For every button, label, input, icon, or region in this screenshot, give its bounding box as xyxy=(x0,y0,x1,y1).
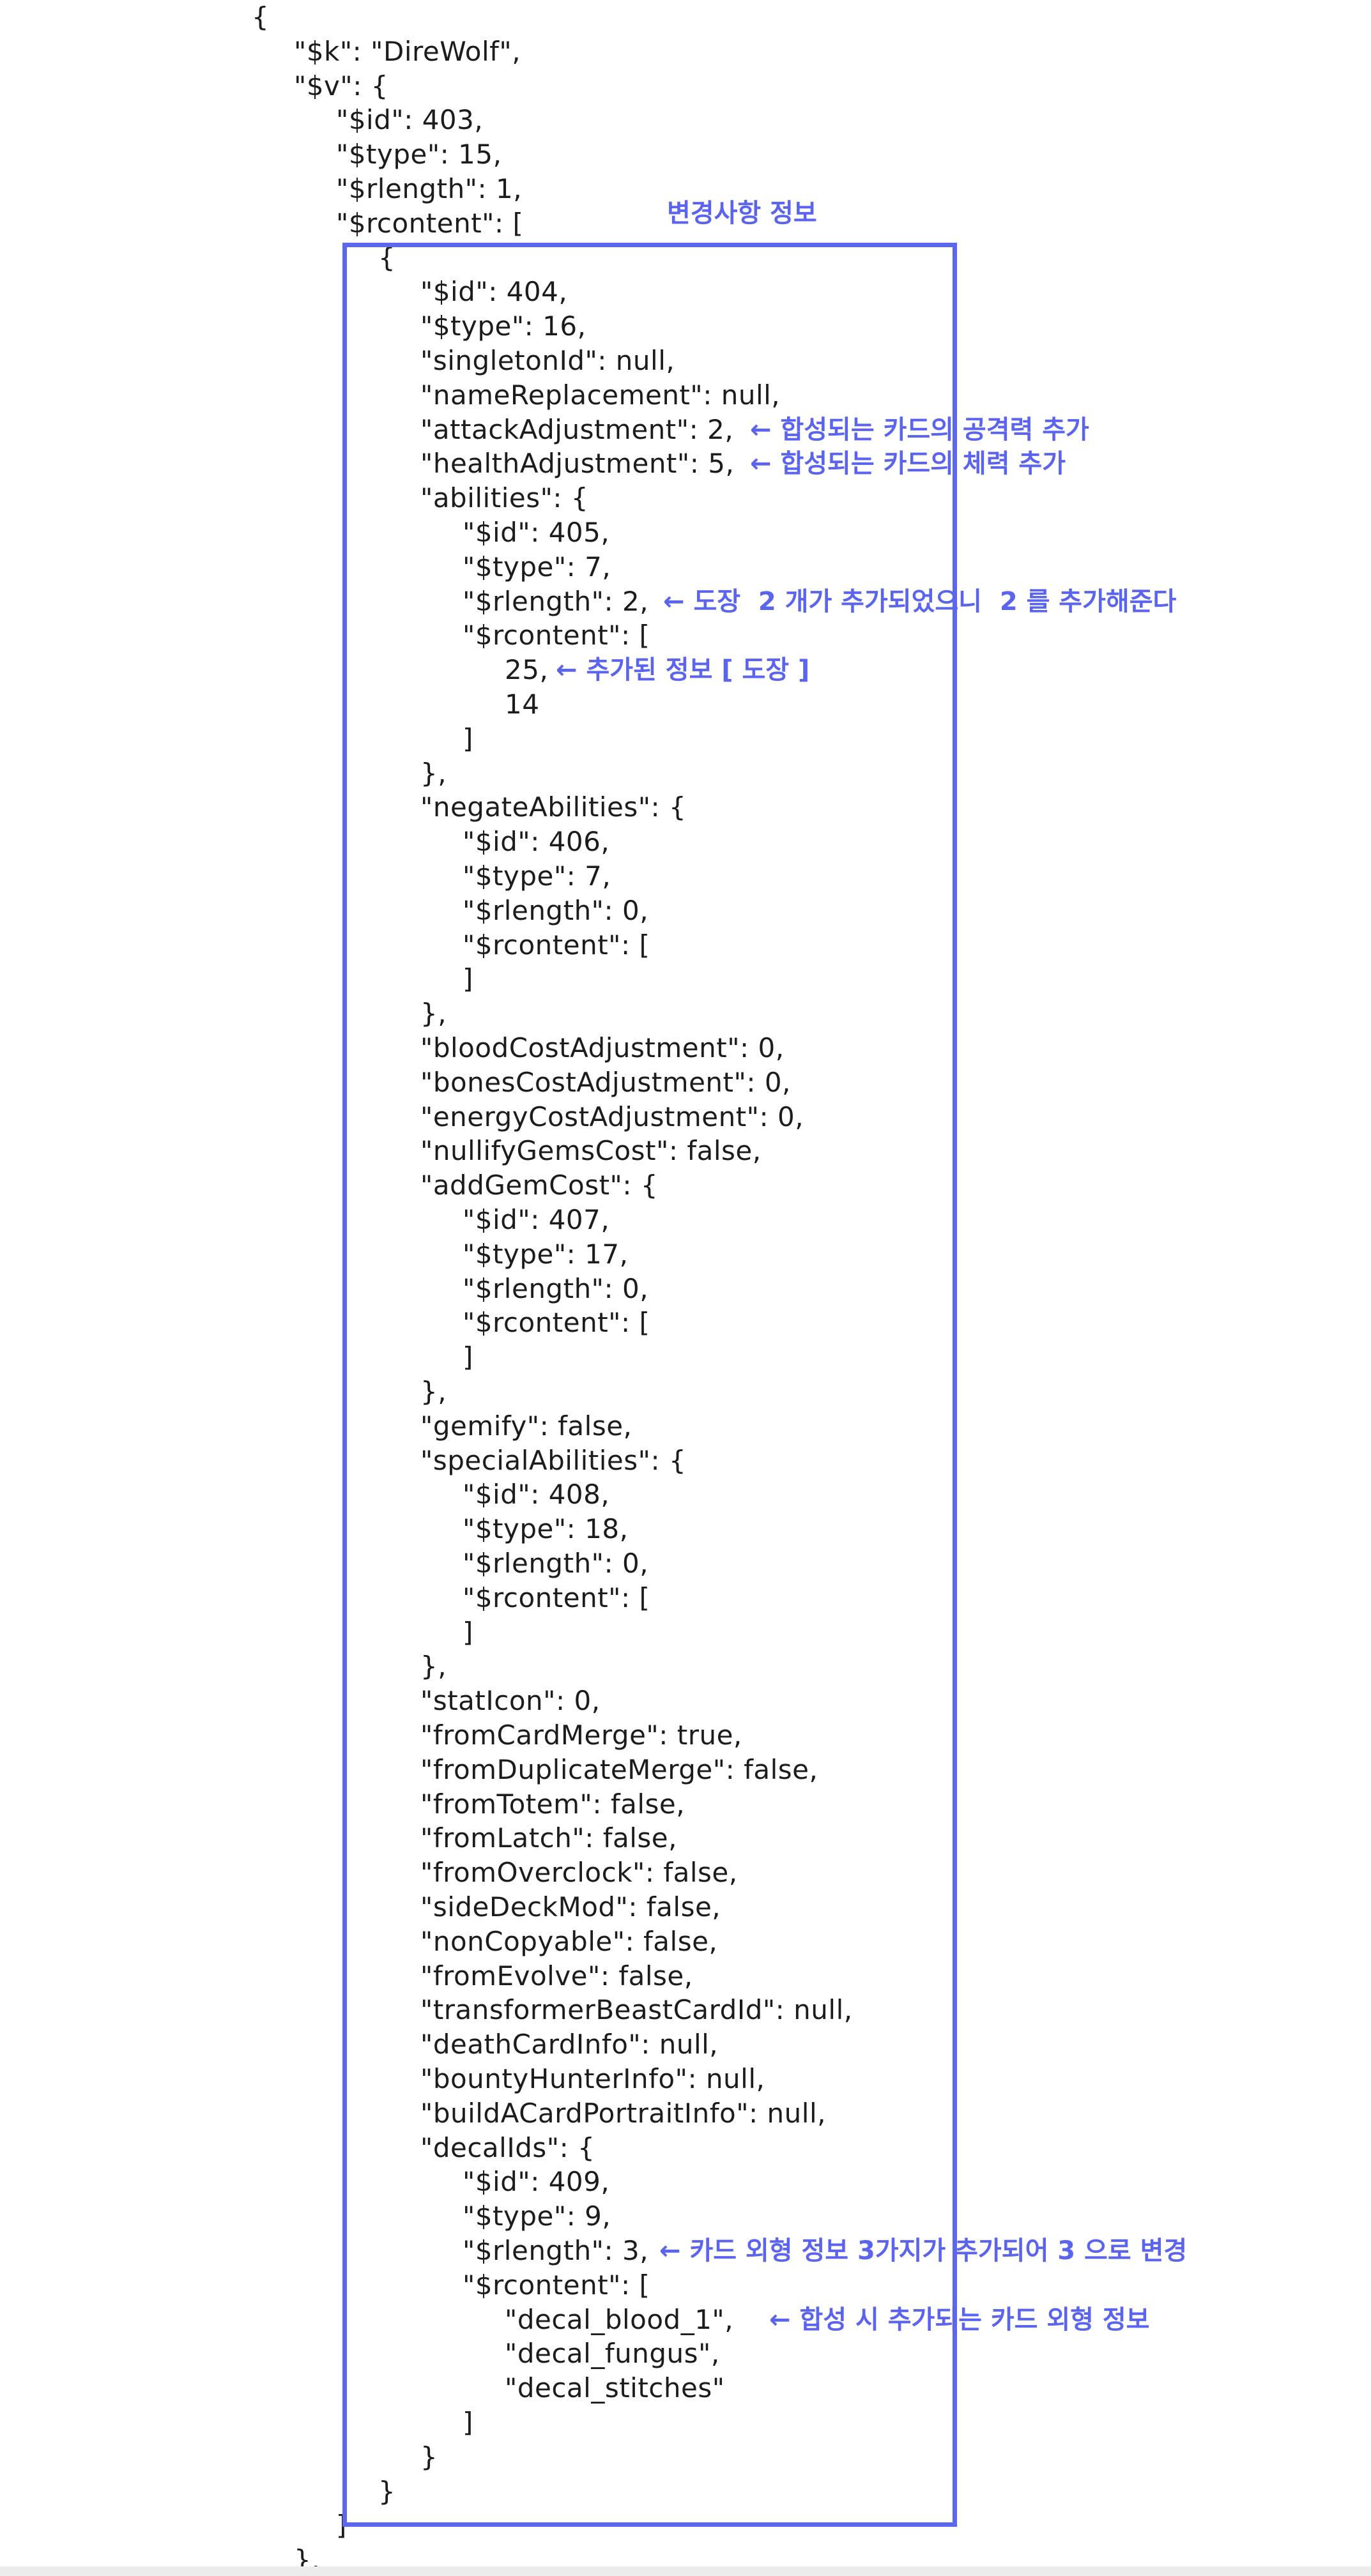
page-bottom-edge xyxy=(0,2566,1371,2576)
code-line: "$type": 7, xyxy=(463,860,611,892)
code-line: "$id": 406, xyxy=(463,826,610,858)
code-line: "$id": 404, xyxy=(420,276,568,308)
code-line: "$v": { xyxy=(294,70,388,102)
code-line: }, xyxy=(420,1376,447,1407)
code-line: "$rcontent": [ xyxy=(463,1307,650,1339)
code-line: "$rlength": 2, xyxy=(463,585,649,617)
code-line: "$rcontent": [ xyxy=(463,929,650,961)
code-line: "$rcontent": [ xyxy=(463,620,650,652)
code-line: "$id": 409, xyxy=(463,2166,610,2198)
code-line: "$type": 16, xyxy=(420,310,586,342)
annotation-note: ← 추가된 정보 [ 도장 ] xyxy=(556,655,810,685)
code-line: ] xyxy=(463,722,473,754)
code-line: "fromTotem": false, xyxy=(420,1788,686,1820)
code-line: }, xyxy=(420,998,447,1030)
code-line: "singletonId": null, xyxy=(420,345,675,376)
code-line: "bloodCostAdjustment": 0, xyxy=(420,1032,785,1063)
code-line: "fromEvolve": false, xyxy=(420,1960,693,1992)
code-line: "$rlength": 0, xyxy=(463,1272,649,1304)
annotation-note: ← 합성되는 카드의 체력 추가 xyxy=(750,449,1066,479)
code-line: "nullifyGemsCost": false, xyxy=(420,1135,762,1167)
code-line: "fromLatch": false, xyxy=(420,1822,677,1854)
code-line: "fromOverclock": false, xyxy=(420,1857,738,1889)
code-line: "deathCardInfo": null, xyxy=(420,2029,719,2061)
code-line: "$type": 7, xyxy=(463,551,611,583)
change-info-box xyxy=(342,243,957,2527)
change-info-title: 변경사항 정보 xyxy=(667,199,817,228)
code-line: } xyxy=(420,2441,438,2473)
code-line: 14 xyxy=(505,689,540,720)
code-line: "decal_stitches" xyxy=(505,2372,725,2404)
code-line: "transformerBeastCardId": null, xyxy=(420,1994,853,2026)
code-line: }, xyxy=(420,1650,447,1682)
code-line: "negateAbilities": { xyxy=(420,791,687,823)
code-line: ] xyxy=(463,2407,473,2438)
code-line: "$type": 18, xyxy=(463,1513,629,1545)
code-line: "healthAdjustment": 5, xyxy=(420,448,735,480)
code-line: "sideDeckMod": false, xyxy=(420,1891,721,1923)
code-line: "attackAdjustment": 2, xyxy=(420,413,734,445)
code-line: "energyCostAdjustment": 0, xyxy=(420,1101,804,1132)
code-line: "$rcontent": [ xyxy=(463,2269,650,2301)
code-line: "$id": 408, xyxy=(463,1479,610,1511)
code-line: "$rcontent": [ xyxy=(336,207,524,239)
code-line: "$k": "DireWolf", xyxy=(294,35,521,67)
code-line: "buildACardPortraitInfo": null, xyxy=(420,2097,826,2129)
code-line: "gemify": false, xyxy=(420,1410,632,1442)
code-line: "$rcontent": [ xyxy=(463,1581,650,1613)
code-line: "fromDuplicateMerge": false, xyxy=(420,1753,818,1785)
code-line: "decal_fungus", xyxy=(505,2338,720,2370)
code-line: "nonCopyable": false, xyxy=(420,1925,718,1957)
code-line: "$type": 15, xyxy=(336,139,502,171)
code-line: } xyxy=(378,2475,396,2507)
code-line: ] xyxy=(463,963,473,995)
code-line: "$id": 407, xyxy=(463,1204,610,1235)
code-line: "$rlength": 0, xyxy=(463,894,649,926)
annotation-note: ← 도장 2 개가 추가되었으니 2 를 추가해준다 xyxy=(663,586,1177,616)
code-line: }, xyxy=(420,757,447,789)
code-line: "specialAbilities": { xyxy=(420,1444,687,1476)
code-line: "bountyHunterInfo": null, xyxy=(420,2063,765,2094)
code-line: 25, xyxy=(505,654,549,686)
code-line: "$rlength": 1, xyxy=(336,173,523,204)
code-line: "$type": 9, xyxy=(463,2200,611,2232)
code-line: "decal_blood_1", xyxy=(505,2303,734,2335)
code-line: "fromCardMerge": true, xyxy=(420,1719,742,1751)
code-line: "statIcon": 0, xyxy=(420,1685,601,1717)
annotation-note: ← 합성 시 추가되는 카드 외형 정보 xyxy=(769,2305,1150,2335)
code-line: "addGemCost": { xyxy=(420,1170,659,1201)
code-line: ] xyxy=(463,1616,473,1648)
code-line: "decalIds": { xyxy=(420,2131,595,2163)
code-line: "$id": 405, xyxy=(463,517,610,548)
code-line: "$rlength": 0, xyxy=(463,1548,649,1579)
code-line: "bonesCostAdjustment": 0, xyxy=(420,1066,791,1098)
code-line: "nameReplacement": null, xyxy=(420,379,781,411)
code-line: "$id": 403, xyxy=(336,104,484,136)
annotation-note: ← 카드 외형 정보 3가지가 추가되어 3 으로 변경 xyxy=(659,2236,1188,2266)
code-line: { xyxy=(252,1,270,33)
code-line: "$rlength": 3, xyxy=(463,2235,649,2266)
code-line: ] xyxy=(463,1341,473,1373)
code-line: "abilities": { xyxy=(420,482,589,514)
annotation-note: ← 합성되는 카드의 공격력 추가 xyxy=(750,415,1089,445)
code-line: "$type": 17, xyxy=(463,1238,629,1270)
